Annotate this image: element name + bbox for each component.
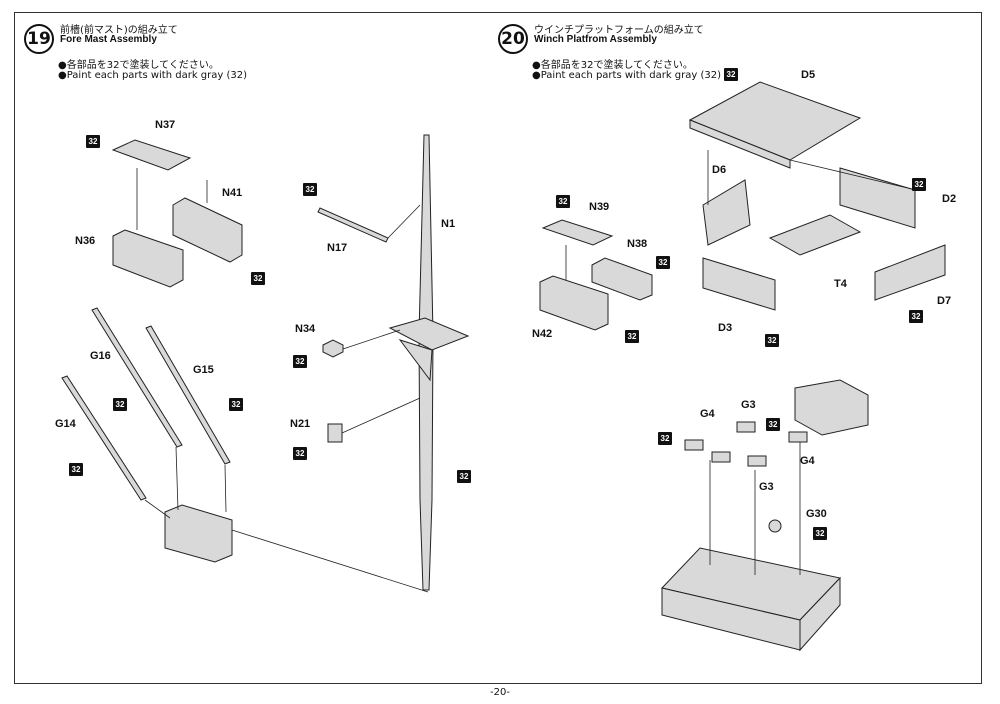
label-g30: G30: [806, 508, 827, 520]
part-d5: [688, 81, 862, 161]
label-g4b: G4: [800, 455, 815, 467]
label-d6: D6: [712, 164, 727, 176]
label-d2: D2: [942, 193, 957, 205]
label-g14: G14: [55, 418, 76, 430]
paint-badge: 32: [656, 256, 670, 269]
part-d6: [702, 179, 751, 246]
part-n21: [327, 423, 343, 443]
part-g16: [91, 307, 183, 448]
paint-badge: 32: [69, 463, 83, 476]
part-g4a: [684, 439, 704, 451]
step-20-note-jp: ●各部品を32で塗装してください。: [532, 60, 693, 71]
paint-badge: 32: [724, 68, 738, 81]
step-19-title-en: Fore Mast Assembly: [60, 34, 157, 45]
label-d5: D5: [801, 69, 816, 81]
part-winch-base-end: [799, 576, 841, 652]
part-mast-strut: [398, 339, 433, 382]
part-n37: [111, 139, 192, 171]
label-g15: G15: [193, 364, 214, 376]
part-g4b: [711, 451, 731, 463]
label-n34: N34: [295, 323, 316, 335]
step-20-note-en: ●Paint each parts with dark gray (32): [532, 70, 722, 81]
part-g3a: [736, 421, 756, 433]
label-n1: N1: [441, 218, 456, 230]
paint-badge: 32: [556, 195, 570, 208]
step-20-title-en: Winch Platfrom Assembly: [534, 34, 657, 45]
step-19-note-en: ●Paint each parts with dark gray (32): [58, 70, 248, 81]
part-winch-housing: [794, 379, 869, 436]
label-d7: D7: [937, 295, 952, 307]
step-20-number: 20: [498, 24, 528, 54]
part-n17: [317, 207, 389, 243]
paint-badge: 32: [293, 355, 307, 368]
label-g3b: G3: [759, 481, 774, 493]
paint-badge: 32: [229, 398, 243, 411]
step-19-title-jp: 前檣(前マスト)の組み立て: [60, 25, 178, 36]
part-n42: [539, 275, 609, 331]
part-g4c: [788, 431, 808, 443]
part-d5-side: [689, 119, 791, 169]
step-20-title-jp: ウインチプラットフォームの組み立て: [534, 25, 704, 36]
part-mast-platform: [388, 317, 470, 351]
label-n41: N41: [222, 187, 243, 199]
paint-badge: 32: [912, 178, 926, 191]
paint-badge: 32: [658, 432, 672, 445]
label-g3a: G3: [741, 399, 756, 411]
part-d3: [702, 257, 776, 311]
paint-badge: 32: [457, 470, 471, 483]
paint-badge: 32: [909, 310, 923, 323]
page-frame: [14, 12, 982, 684]
part-d7: [874, 244, 946, 301]
part-n34: [322, 339, 344, 358]
part-d2: [839, 167, 916, 229]
part-n39: [541, 219, 614, 246]
step-19-number: 19: [24, 24, 54, 54]
step-19-note-jp: ●各部品を32で塗装してください。: [58, 60, 219, 71]
paint-badge: 32: [251, 272, 265, 285]
part-g30: [768, 519, 782, 533]
part-mast-base: [164, 504, 233, 563]
label-d3: D3: [718, 322, 733, 334]
paint-badge: 32: [303, 183, 317, 196]
label-n21: N21: [290, 418, 311, 430]
label-t4: T4: [834, 278, 847, 290]
part-g3b: [747, 455, 767, 467]
part-g14: [61, 375, 147, 501]
paint-badge: 32: [86, 135, 100, 148]
label-n42: N42: [532, 328, 553, 340]
label-g16: G16: [90, 350, 111, 362]
label-n36: N36: [75, 235, 96, 247]
label-n38: N38: [627, 238, 648, 250]
part-t4: [768, 214, 862, 256]
part-g15: [145, 325, 231, 465]
part-n38: [591, 257, 653, 301]
label-n37: N37: [155, 119, 176, 131]
paint-badge: 32: [625, 330, 639, 343]
paint-badge: 32: [813, 527, 827, 540]
part-n41: [172, 197, 243, 263]
part-n36: [112, 229, 184, 288]
page-number: -20-: [490, 687, 510, 698]
paint-badge: 32: [113, 398, 127, 411]
paint-badge: 32: [765, 334, 779, 347]
paint-badge: 32: [293, 447, 307, 460]
paint-badge: 32: [766, 418, 780, 431]
label-n17: N17: [327, 242, 348, 254]
label-n39: N39: [589, 201, 610, 213]
label-g4a: G4: [700, 408, 715, 420]
